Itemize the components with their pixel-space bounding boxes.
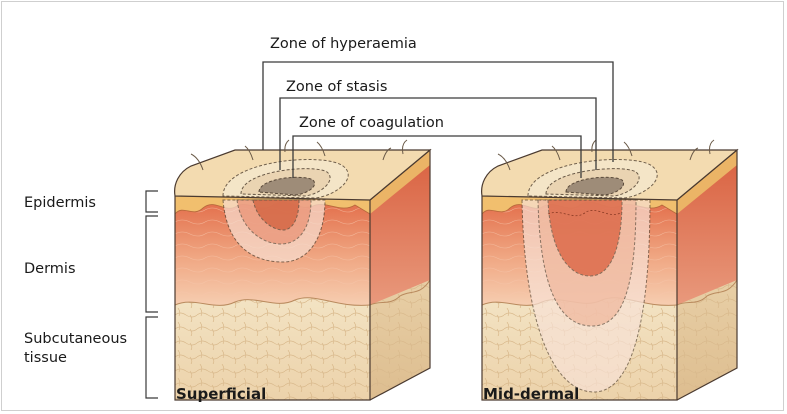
zone-hyperaemia-label: Zone of hyperaemia [270, 36, 417, 52]
epidermis-label: Epidermis [24, 195, 96, 211]
zone-coagulation-label: Zone of coagulation [299, 115, 444, 131]
dermis-label: Dermis [24, 261, 76, 277]
superficial-skin-block [175, 140, 430, 400]
mid-dermal-caption: Mid-dermal [483, 385, 579, 403]
mid-dermal-skin-block [482, 140, 737, 400]
dermis-bracket [146, 216, 158, 312]
subcutaneous-label-line1: Subcutaneous [24, 331, 127, 347]
superficial-caption: Superficial [176, 385, 266, 403]
zone-stasis-label: Zone of stasis [286, 79, 387, 95]
subcutaneous-label-line2: tissue [24, 350, 67, 366]
subcutaneous-bracket [146, 317, 158, 398]
epidermis-bracket [146, 191, 158, 212]
layer-brackets [146, 191, 158, 398]
